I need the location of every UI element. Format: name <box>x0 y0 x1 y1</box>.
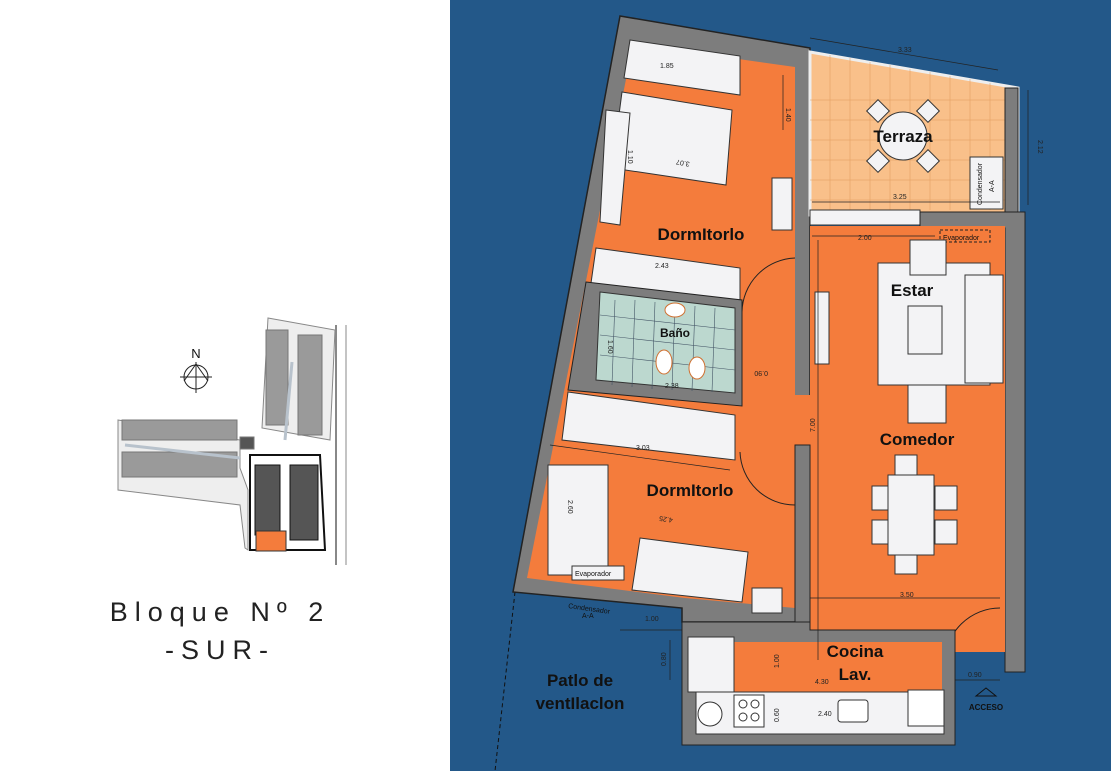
dimension-label: 0.80 <box>661 652 668 666</box>
bidet-icon <box>688 356 706 380</box>
dimension-label: 1.10 <box>626 150 633 164</box>
dimension-label: 2.43 <box>655 263 669 270</box>
room-label-bano: Baño <box>660 326 690 340</box>
dimension-label: 3.03 <box>636 445 650 452</box>
north-arrow-icon: N <box>180 346 212 393</box>
room-label-comedor: Comedor <box>880 430 955 449</box>
aa-label: A-A <box>582 613 594 620</box>
dimension-label: 7.00 <box>810 418 817 432</box>
room-label-lav: Lav. <box>839 665 872 684</box>
condensador-box <box>969 156 1004 210</box>
north-label: N <box>191 346 200 361</box>
dining-table-icon <box>871 454 958 575</box>
dimension-label: 0.90 <box>754 369 768 376</box>
evaporador-label: Evaporador <box>943 235 980 242</box>
sink-icon <box>837 699 869 723</box>
dimension-label: 1.40 <box>784 108 791 122</box>
aa-label: A-A <box>989 180 996 192</box>
bed-icon <box>547 464 783 614</box>
bath-tiles <box>599 299 736 393</box>
dimension-label: 1.00 <box>645 616 659 623</box>
window <box>809 209 921 226</box>
building-blocks <box>117 317 347 565</box>
dimension-label: 2.38 <box>665 383 679 390</box>
access-arrow-icon <box>974 687 998 697</box>
dimension-label: 1.00 <box>774 654 781 668</box>
closet <box>623 39 741 96</box>
evaporador-box <box>571 565 625 581</box>
block-subtitle: -SUR- <box>165 635 275 665</box>
dimension-lines <box>549 37 1029 681</box>
dimension-label: 4.25 <box>659 514 674 523</box>
dimension-label: 1.85 <box>660 63 674 70</box>
dimension-label: 2.00 <box>858 235 872 242</box>
site-plan-panel: N Bloque Nº 2 -SUR- <box>0 0 450 771</box>
sofa-set-icon <box>814 239 1004 424</box>
dimension-label: 3.25 <box>893 194 907 201</box>
double-bed-icon <box>599 91 733 226</box>
site-plan: N <box>117 317 347 565</box>
door-swing <box>739 451 796 506</box>
dimension-label: 1.60 <box>606 340 613 354</box>
block-title: Bloque Nº 2 <box>109 597 331 627</box>
dimension-label: 3.07 <box>676 158 691 167</box>
stove-icon <box>733 694 765 728</box>
patio-label-1: Patlo de <box>547 671 613 690</box>
boiler-icon <box>697 701 723 727</box>
kitchen-floor <box>732 642 942 692</box>
toilet-icon <box>655 349 673 375</box>
acceso-label: ACCESO <box>969 703 1003 712</box>
dimension-label: 2.60 <box>566 500 573 514</box>
condensador-label: Condensador <box>977 162 984 205</box>
floor-plan-panel: Baño 1.60 2.38 Evaporador <box>450 0 1111 772</box>
dimension-label: 4.30 <box>815 679 829 686</box>
patio-label-2: ventIlaclon <box>536 694 625 713</box>
round-table-icon <box>865 98 941 174</box>
dimension-label: 0.90 <box>968 672 982 679</box>
evaporador-label: Evaporador <box>575 571 612 578</box>
dimension-label: 2.40 <box>818 711 832 718</box>
room-label-dormitorio-2: DormItorlo <box>647 481 734 500</box>
room-label-cocina: Cocina <box>827 642 884 661</box>
dimension-label: 0.60 <box>774 708 781 722</box>
room-label-dormitorio-1: DormItorlo <box>658 225 745 244</box>
room-label-terraza: Terraza <box>873 127 933 146</box>
closet <box>561 391 736 461</box>
room-label-estar: Estar <box>891 281 934 300</box>
dimension-label: 3.33 <box>898 47 912 54</box>
door-swing <box>741 257 796 313</box>
evaporador-box <box>939 229 991 243</box>
dimension-label: 2.12 <box>1036 140 1043 154</box>
floor-plan: Baño 1.60 2.38 Evaporador <box>494 15 1043 772</box>
sink-icon <box>664 302 686 318</box>
dimension-label: 3.50 <box>900 592 914 599</box>
fridge-icon <box>907 689 945 727</box>
wardrobe-icon <box>771 177 793 231</box>
